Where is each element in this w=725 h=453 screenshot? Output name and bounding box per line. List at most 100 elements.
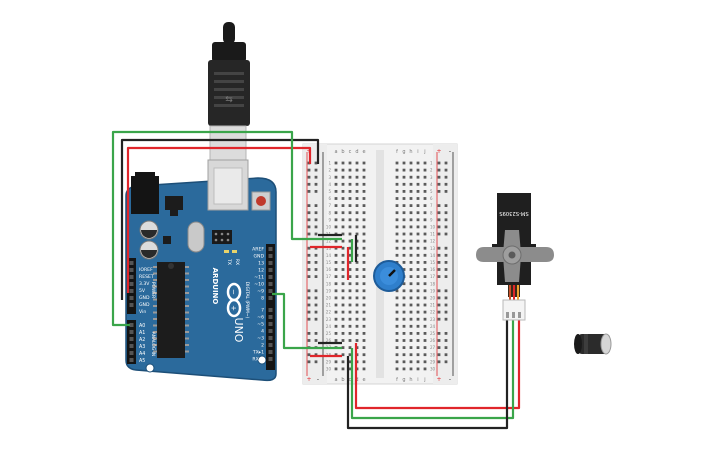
breadboard-hole[interactable]	[334, 239, 338, 243]
breadboard-hole[interactable]	[348, 246, 352, 250]
breadboard-hole[interactable]	[395, 332, 399, 335]
breadboard-hole[interactable]	[402, 289, 406, 293]
breadboard-hole[interactable]	[395, 239, 399, 243]
breadboard-hole[interactable]	[341, 204, 345, 207]
breadboard-hole[interactable]	[402, 324, 406, 328]
rail-hole[interactable]	[314, 204, 318, 207]
breadboard-hole[interactable]	[348, 161, 352, 165]
breadboard-hole[interactable]	[423, 182, 427, 186]
breadboard-hole[interactable]	[362, 346, 366, 349]
breadboard-hole[interactable]	[395, 253, 399, 257]
breadboard-hole[interactable]	[362, 296, 366, 300]
breadboard-hole[interactable]	[334, 204, 338, 207]
breadboard-hole[interactable]	[362, 289, 366, 293]
rail-hole[interactable]	[437, 168, 441, 172]
breadboard-hole[interactable]	[423, 211, 427, 215]
wire-5v-red[interactable]	[126, 146, 312, 293]
wire-servo-black[interactable]	[346, 318, 509, 430]
breadboard-hole[interactable]	[402, 261, 406, 264]
breadboard-hole[interactable]	[355, 161, 359, 165]
breadboard-hole[interactable]	[409, 324, 413, 328]
breadboard-hole[interactable]	[395, 225, 399, 229]
breadboard-hole[interactable]	[402, 168, 406, 172]
breadboard-hole[interactable]	[416, 204, 420, 207]
rail-hole[interactable]	[444, 218, 448, 222]
breadboard-hole[interactable]	[362, 310, 366, 314]
breadboard-hole[interactable]	[395, 204, 399, 207]
breadboard-hole[interactable]	[355, 190, 359, 193]
breadboard-hole[interactable]	[402, 239, 406, 243]
breadboard-hole[interactable]	[409, 161, 413, 165]
breadboard-hole[interactable]	[416, 218, 420, 222]
breadboard-hole[interactable]	[416, 197, 420, 200]
rail-hole[interactable]	[307, 218, 311, 222]
breadboard-hole[interactable]	[362, 239, 366, 243]
breadboard-hole[interactable]	[348, 268, 352, 271]
breadboard-hole[interactable]	[416, 310, 420, 314]
breadboard-hole[interactable]	[409, 232, 413, 236]
breadboard-hole[interactable]	[416, 268, 420, 271]
rail-hole[interactable]	[314, 268, 318, 271]
breadboard-hole[interactable]	[341, 360, 345, 364]
rail-hole[interactable]	[437, 190, 441, 193]
breadboard-hole[interactable]	[348, 339, 352, 342]
breadboard-hole[interactable]	[355, 296, 359, 300]
breadboard-hole[interactable]	[409, 246, 413, 250]
rail-hole[interactable]	[314, 339, 318, 342]
breadboard-hole[interactable]	[334, 353, 338, 357]
breadboard-hole[interactable]	[423, 161, 427, 165]
breadboard-hole[interactable]	[402, 296, 406, 300]
breadboard-hole[interactable]	[348, 282, 352, 286]
breadboard-hole[interactable]	[402, 339, 406, 342]
rail-hole[interactable]	[444, 211, 448, 215]
breadboard-hole[interactable]	[416, 289, 420, 293]
breadboard-hole[interactable]	[423, 261, 427, 264]
breadboard-hole[interactable]	[341, 168, 345, 172]
breadboard-hole[interactable]	[409, 239, 413, 243]
breadboard-hole[interactable]	[355, 275, 359, 278]
breadboard-hole[interactable]	[409, 275, 413, 278]
breadboard-hole[interactable]	[362, 275, 366, 278]
rail-hole[interactable]	[307, 339, 311, 342]
breadboard-hole[interactable]	[395, 190, 399, 193]
rail-hole[interactable]	[437, 182, 441, 186]
breadboard-hole[interactable]	[362, 225, 366, 229]
breadboard-hole[interactable]	[355, 232, 359, 236]
breadboard-hole[interactable]	[348, 197, 352, 200]
breadboard-hole[interactable]	[341, 197, 345, 200]
breadboard-hole[interactable]	[348, 168, 352, 172]
servo-horn-left[interactable]	[476, 247, 512, 262]
breadboard-hole[interactable]	[402, 268, 406, 271]
rail-hole[interactable]	[314, 317, 318, 321]
wire-d9-green[interactable]	[272, 292, 342, 350]
breadboard-hole[interactable]	[362, 339, 366, 342]
breadboard-hole[interactable]	[334, 175, 338, 179]
rail-hole[interactable]	[444, 353, 448, 357]
breadboard-hole[interactable]	[395, 182, 399, 186]
rail-hole[interactable]	[314, 211, 318, 215]
breadboard-hole[interactable]	[341, 268, 345, 271]
breadboard-hole[interactable]	[348, 346, 352, 349]
breadboard-hole[interactable]	[362, 168, 366, 172]
breadboard-hole[interactable]	[416, 332, 420, 335]
rail-hole[interactable]	[444, 289, 448, 293]
breadboard-hole[interactable]	[423, 303, 427, 307]
breadboard-hole[interactable]	[348, 218, 352, 222]
breadboard-hole[interactable]	[355, 332, 359, 335]
rail-hole[interactable]	[444, 253, 448, 257]
wire-servo-signal-green[interactable]	[350, 318, 515, 420]
wire-servo-red[interactable]	[354, 318, 521, 410]
rail-hole[interactable]	[314, 253, 318, 257]
breadboard-hole[interactable]	[334, 161, 338, 165]
rail-hole[interactable]	[307, 303, 311, 307]
breadboard-hole[interactable]	[402, 282, 406, 286]
breadboard-hole[interactable]	[334, 310, 338, 314]
breadboard-hole[interactable]	[402, 211, 406, 215]
rail-hole[interactable]	[314, 168, 318, 172]
breadboard-hole[interactable]	[362, 261, 366, 264]
wire-a0-green[interactable]	[111, 130, 342, 327]
breadboard-hole[interactable]	[416, 225, 420, 229]
breadboard-hole[interactable]	[416, 317, 420, 321]
rail-hole[interactable]	[444, 275, 448, 278]
